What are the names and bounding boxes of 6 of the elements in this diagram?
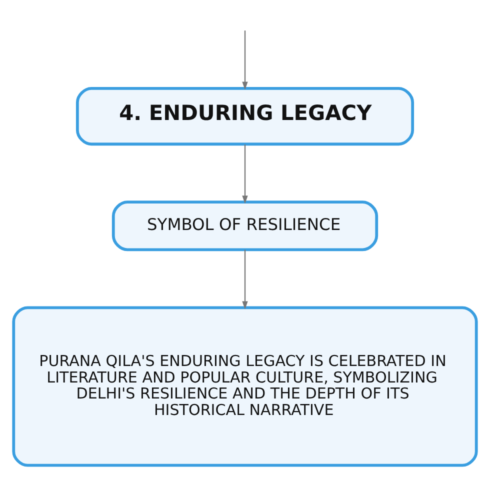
arrow (242, 144, 248, 204)
node-box: PURANA QILA'S ENDURING LEGACY IS CELEBRATED IN LITERATURE AND POPULAR CULTURE, SYMBOLIZING DELHI'S RESILIENCE AND THE DEPTH OF ITS HISTORICAL NARRATIVE (12, 306, 478, 466)
arrow (242, 249, 248, 309)
arrow (242, 30, 248, 90)
node-box: 4. ENDURING LEGACY (75, 86, 414, 146)
node-box: SYMBOL OF RESILIENCE (111, 200, 378, 251)
